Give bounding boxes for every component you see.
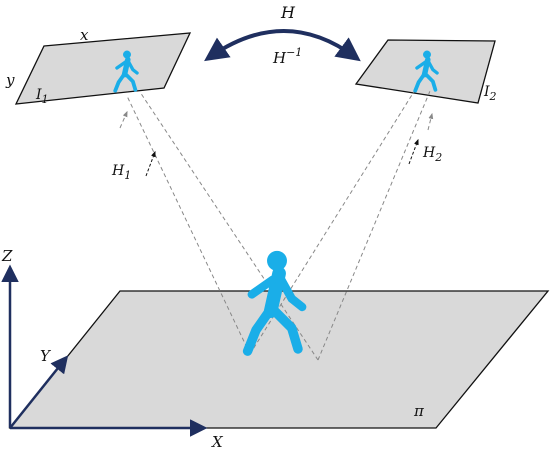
- image-plane-left: [14, 32, 192, 105]
- label-h1: H1: [111, 163, 131, 182]
- label-homography-inverse: H−1: [272, 46, 302, 67]
- homography-arrow: [204, 29, 361, 62]
- label-homography: H: [280, 3, 296, 22]
- label-y: y: [5, 71, 15, 89]
- ray-left-1: [126, 95, 251, 355]
- label-image-2: I2: [483, 84, 497, 103]
- label-y-axis: Y: [40, 347, 52, 365]
- y-axis: [9, 355, 69, 429]
- label-x: x: [80, 26, 89, 44]
- world-axes: [1, 264, 208, 437]
- label-image-1: I1: [35, 87, 49, 106]
- label-x-axis: X: [211, 433, 224, 451]
- ray-left-2: [139, 91, 319, 361]
- ray-arrow-left: [119, 110, 128, 129]
- h1-direction-arrow: [145, 150, 156, 177]
- h2-direction-arrow: [408, 138, 419, 165]
- label-z-axis: Z: [1, 247, 13, 265]
- label-plane-pi: π: [413, 402, 425, 420]
- ray-arrow-right: [427, 112, 434, 131]
- label-h2: H2: [422, 145, 442, 164]
